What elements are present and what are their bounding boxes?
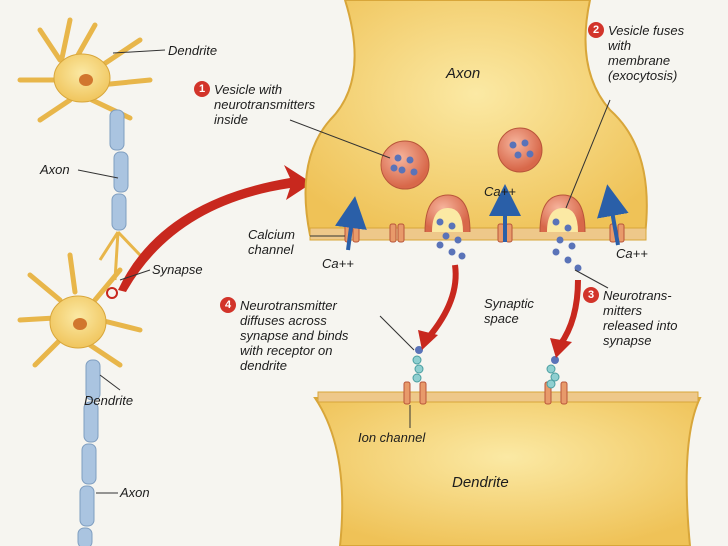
lower-axon [77, 359, 101, 546]
label-axon-terminal: Axon [446, 65, 481, 82]
label-ion-channel: Ion channel [358, 430, 426, 445]
label-dendrite-left: Dendrite [84, 393, 134, 408]
label-dendrite-bottom: Dendrite [452, 474, 509, 491]
lower-neuron [17, 252, 143, 368]
step-1-text: Vesicle with neurotransmitters inside [214, 82, 316, 127]
step-4-badge: 4 [220, 297, 236, 313]
label-calcium-channel: Calcium channel [248, 227, 295, 257]
label-ca-mid: Ca++ [484, 184, 516, 199]
zoom-arrow [118, 165, 312, 292]
step-3-badge: 3 [583, 287, 599, 303]
diffusion-arrows [418, 264, 581, 358]
label-synapse: Synapse [152, 262, 203, 277]
released-neurotransmitters-right [552, 218, 582, 272]
label-axon-left: Axon [40, 162, 70, 177]
fusing-vesicle-left [424, 194, 471, 233]
vesicle-2 [497, 127, 543, 173]
vesicle-1 [380, 140, 430, 190]
label-ca-right: Ca++ [616, 246, 648, 261]
step-2-badge: 2 [588, 22, 604, 38]
label-axon-bottom: Axon [120, 485, 150, 500]
receptors [412, 346, 560, 389]
step-1-badge: 1 [194, 81, 210, 97]
upper-neuron [17, 17, 153, 123]
postsynaptic-membrane [317, 391, 699, 403]
step-2-text: Vesicle fuses with membrane (exocytosis) [608, 23, 685, 83]
leader-lines [77, 49, 611, 494]
step-4-text: Neurotransmitter diffuses across synapse… [240, 298, 349, 373]
label-synaptic-space: Synaptic space [484, 296, 534, 326]
presynaptic-membrane [309, 227, 647, 241]
calcium-influx-arrows [335, 184, 629, 251]
released-neurotransmitters-left [436, 218, 466, 260]
label-ca-left: Ca++ [322, 256, 354, 271]
step-3-text: Neurotrans- mitters released into synaps… [603, 288, 678, 348]
postsynaptic-dendrite [313, 397, 702, 546]
label-dendrite-top: Dendrite [168, 43, 218, 58]
upper-axon [98, 109, 142, 281]
